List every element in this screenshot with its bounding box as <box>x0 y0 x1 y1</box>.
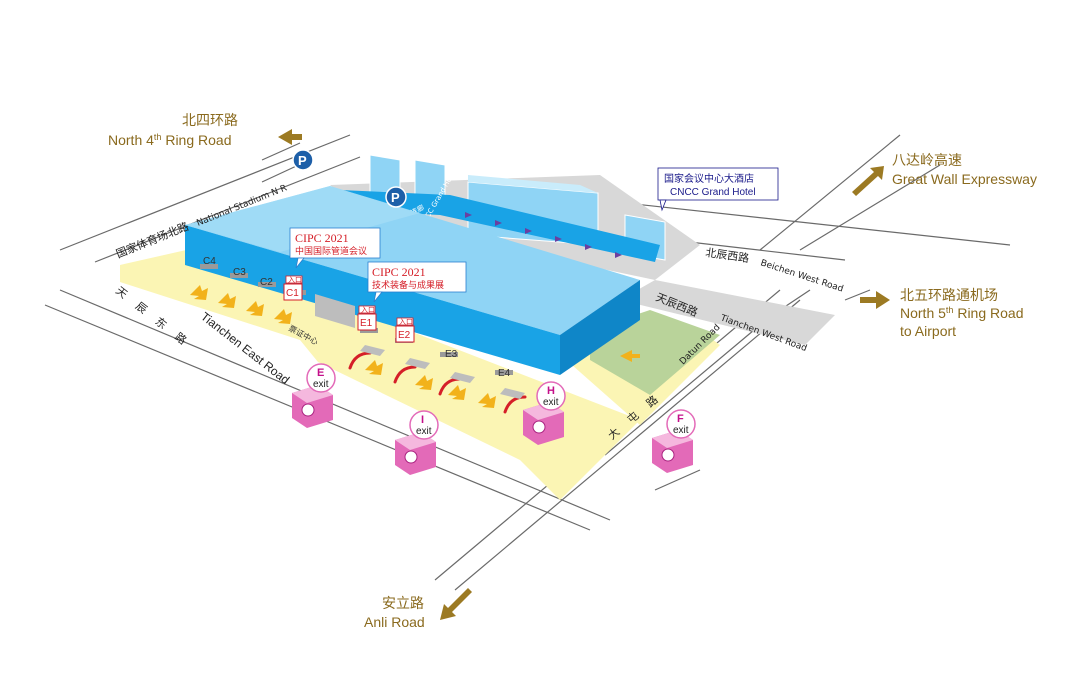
svg-text:exit: exit <box>543 397 559 408</box>
arrow-great-wall <box>852 166 884 196</box>
exit-F: F exit <box>652 409 696 473</box>
north4-en: North 4th Ring Road <box>108 132 231 148</box>
label-beichen-west-en: Beichen West Road <box>759 258 844 294</box>
svg-text:exit: exit <box>416 426 432 437</box>
exhibition-building <box>185 186 640 375</box>
hall-C2: C2 <box>260 277 273 288</box>
svg-text:E2: E2 <box>398 330 411 341</box>
svg-text:CNCC Grand Hotel: CNCC Grand Hotel <box>670 187 756 198</box>
gate-C1: 入口 C1 <box>283 275 303 301</box>
arrow-anli <box>440 588 472 620</box>
svg-text:C1: C1 <box>286 288 299 299</box>
svg-text:国家会议中心大酒店: 国家会议中心大酒店 <box>664 172 754 185</box>
svg-text:exit: exit <box>673 425 689 436</box>
hall-C4: C4 <box>203 256 216 267</box>
svg-text:E: E <box>317 367 324 379</box>
exit-H: H exit <box>523 381 566 445</box>
anli-en: Anli Road <box>364 614 425 630</box>
svg-text:H: H <box>547 385 555 397</box>
arrow-north4 <box>278 129 302 145</box>
svg-text:入口: 入口 <box>361 306 375 314</box>
label-beichen-west-cn: 北辰西路 <box>705 246 750 265</box>
svg-text:F: F <box>677 413 684 425</box>
exit-E: E exit <box>292 363 336 428</box>
svg-text:CIPC 2021: CIPC 2021 <box>295 231 349 245</box>
north5-en: North 5th Ring Road <box>900 305 1023 321</box>
hall-C3: C3 <box>233 267 246 278</box>
skyway-corridor <box>340 190 660 262</box>
svg-text:exit: exit <box>313 379 329 390</box>
parking-icon-1: P <box>292 149 314 171</box>
exit-I: I exit <box>395 410 439 475</box>
svg-text:P: P <box>391 190 400 205</box>
hall-E3: E3 <box>445 349 458 360</box>
entry-arrows <box>190 285 640 408</box>
anli-cn: 安立路 <box>382 596 424 612</box>
cipc-callout-1: CIPC 2021 中国国际管道会议 <box>289 227 381 269</box>
gate-E1: 入口 E1 <box>357 305 377 331</box>
arrow-north5 <box>860 291 890 309</box>
great-wall-en: Great Wall Expressway <box>892 171 1037 187</box>
svg-text:P: P <box>298 153 307 168</box>
skyway-arrows <box>465 212 622 258</box>
great-wall-cn: 八达岭高速 <box>892 152 962 169</box>
svg-text:I: I <box>421 414 424 426</box>
gate-E2: 入口 E2 <box>395 317 415 343</box>
parking-icon-2: P <box>385 186 407 208</box>
svg-text:E1: E1 <box>360 318 373 329</box>
ramps <box>360 345 525 399</box>
hotel-callout: 国家会议中心大酒店 CNCC Grand Hotel <box>657 167 779 212</box>
cipc-callout-2: CIPC 2021 技术装备与成果展 <box>367 261 467 303</box>
svg-text:CIPC 2021: CIPC 2021 <box>372 265 426 279</box>
svg-text:技术装备与成果展: 技术装备与成果展 <box>372 279 444 291</box>
ticket-office <box>315 294 355 328</box>
north4-cn: 北四环路 <box>182 113 238 129</box>
svg-text:入口: 入口 <box>288 276 302 284</box>
svg-text:入口: 入口 <box>399 318 413 326</box>
north5-cn: 北五环路通机场 <box>900 288 998 304</box>
svg-text:中国国际管道会议: 中国国际管道会议 <box>295 245 367 257</box>
hall-E4: E4 <box>498 368 511 379</box>
north5-en-2: to Airport <box>900 323 956 339</box>
